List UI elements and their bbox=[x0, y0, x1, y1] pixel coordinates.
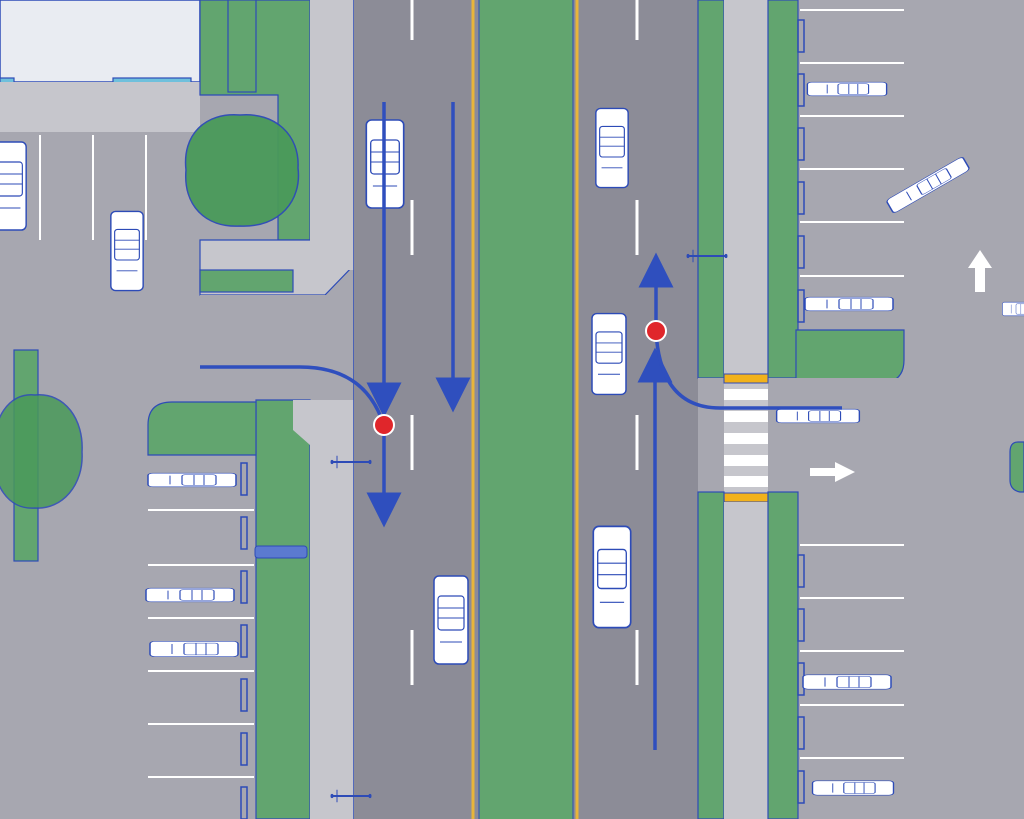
landscape-strip-east-lower-outer bbox=[767, 491, 799, 819]
bench bbox=[254, 545, 308, 559]
sidewalk-upper-corner bbox=[310, 230, 354, 270]
conflict-point bbox=[373, 414, 395, 436]
landscape-strip-lower bbox=[255, 399, 311, 819]
movement-arrows bbox=[200, 102, 842, 750]
right-arrow-icon bbox=[810, 462, 855, 482]
parked-car bbox=[804, 296, 894, 312]
sidewalk-east-lower bbox=[724, 502, 768, 819]
building-footprint bbox=[0, 0, 201, 83]
west-side bbox=[0, 0, 355, 819]
northbound-lanes bbox=[573, 0, 698, 819]
crosswalk-bars bbox=[724, 389, 768, 487]
northbound-car bbox=[591, 312, 627, 396]
crosswalk-edge bbox=[723, 492, 769, 503]
landscape-island-lower bbox=[147, 401, 257, 456]
conflict-point bbox=[645, 320, 667, 342]
parked-car bbox=[149, 640, 239, 658]
landscape-edge-far-east bbox=[1009, 441, 1024, 493]
parking-stalls-west bbox=[39, 135, 254, 778]
movement-eastside-left-turn-out bbox=[654, 330, 842, 410]
parked-car bbox=[811, 780, 895, 796]
movement-westside-right-turn-out bbox=[200, 365, 386, 427]
parking-stalls-east bbox=[800, 9, 904, 759]
east-side bbox=[697, 0, 1024, 819]
landscape-strip-east-outer bbox=[767, 0, 799, 379]
parked-car bbox=[0, 141, 27, 231]
pavement-arrows bbox=[810, 250, 992, 482]
sidewalk-lower bbox=[293, 400, 354, 819]
parked-car bbox=[110, 210, 144, 292]
parked-car bbox=[145, 587, 235, 603]
west-driveway bbox=[200, 295, 354, 400]
tree-upper bbox=[184, 114, 300, 227]
landscape-strip-east-lower bbox=[697, 491, 725, 819]
landscape-strip-east-upper bbox=[697, 0, 725, 379]
tree-lower bbox=[0, 394, 83, 509]
parked-car bbox=[1002, 301, 1024, 317]
median bbox=[479, 0, 573, 819]
building-walkway bbox=[0, 82, 200, 132]
exiting-car bbox=[775, 408, 861, 424]
parked-car bbox=[806, 81, 888, 97]
conflict-points bbox=[373, 320, 667, 436]
lane-dashes bbox=[410, 0, 639, 685]
crosswalk-edge bbox=[723, 373, 769, 384]
parked-car bbox=[802, 674, 892, 690]
sidewalk-east-upper bbox=[724, 0, 768, 378]
wheel-stops-west bbox=[240, 462, 248, 819]
parked-car bbox=[147, 472, 237, 488]
roadway bbox=[354, 0, 698, 819]
southbound-car bbox=[433, 575, 469, 665]
planter-box bbox=[227, 0, 257, 93]
landscape-strip-small bbox=[199, 269, 294, 293]
northbound-car bbox=[592, 525, 632, 629]
sidewalk-upper bbox=[310, 0, 354, 265]
landscape-island-east bbox=[795, 329, 905, 384]
straight-arrow-icon bbox=[968, 250, 992, 292]
northbound-car bbox=[595, 107, 629, 189]
